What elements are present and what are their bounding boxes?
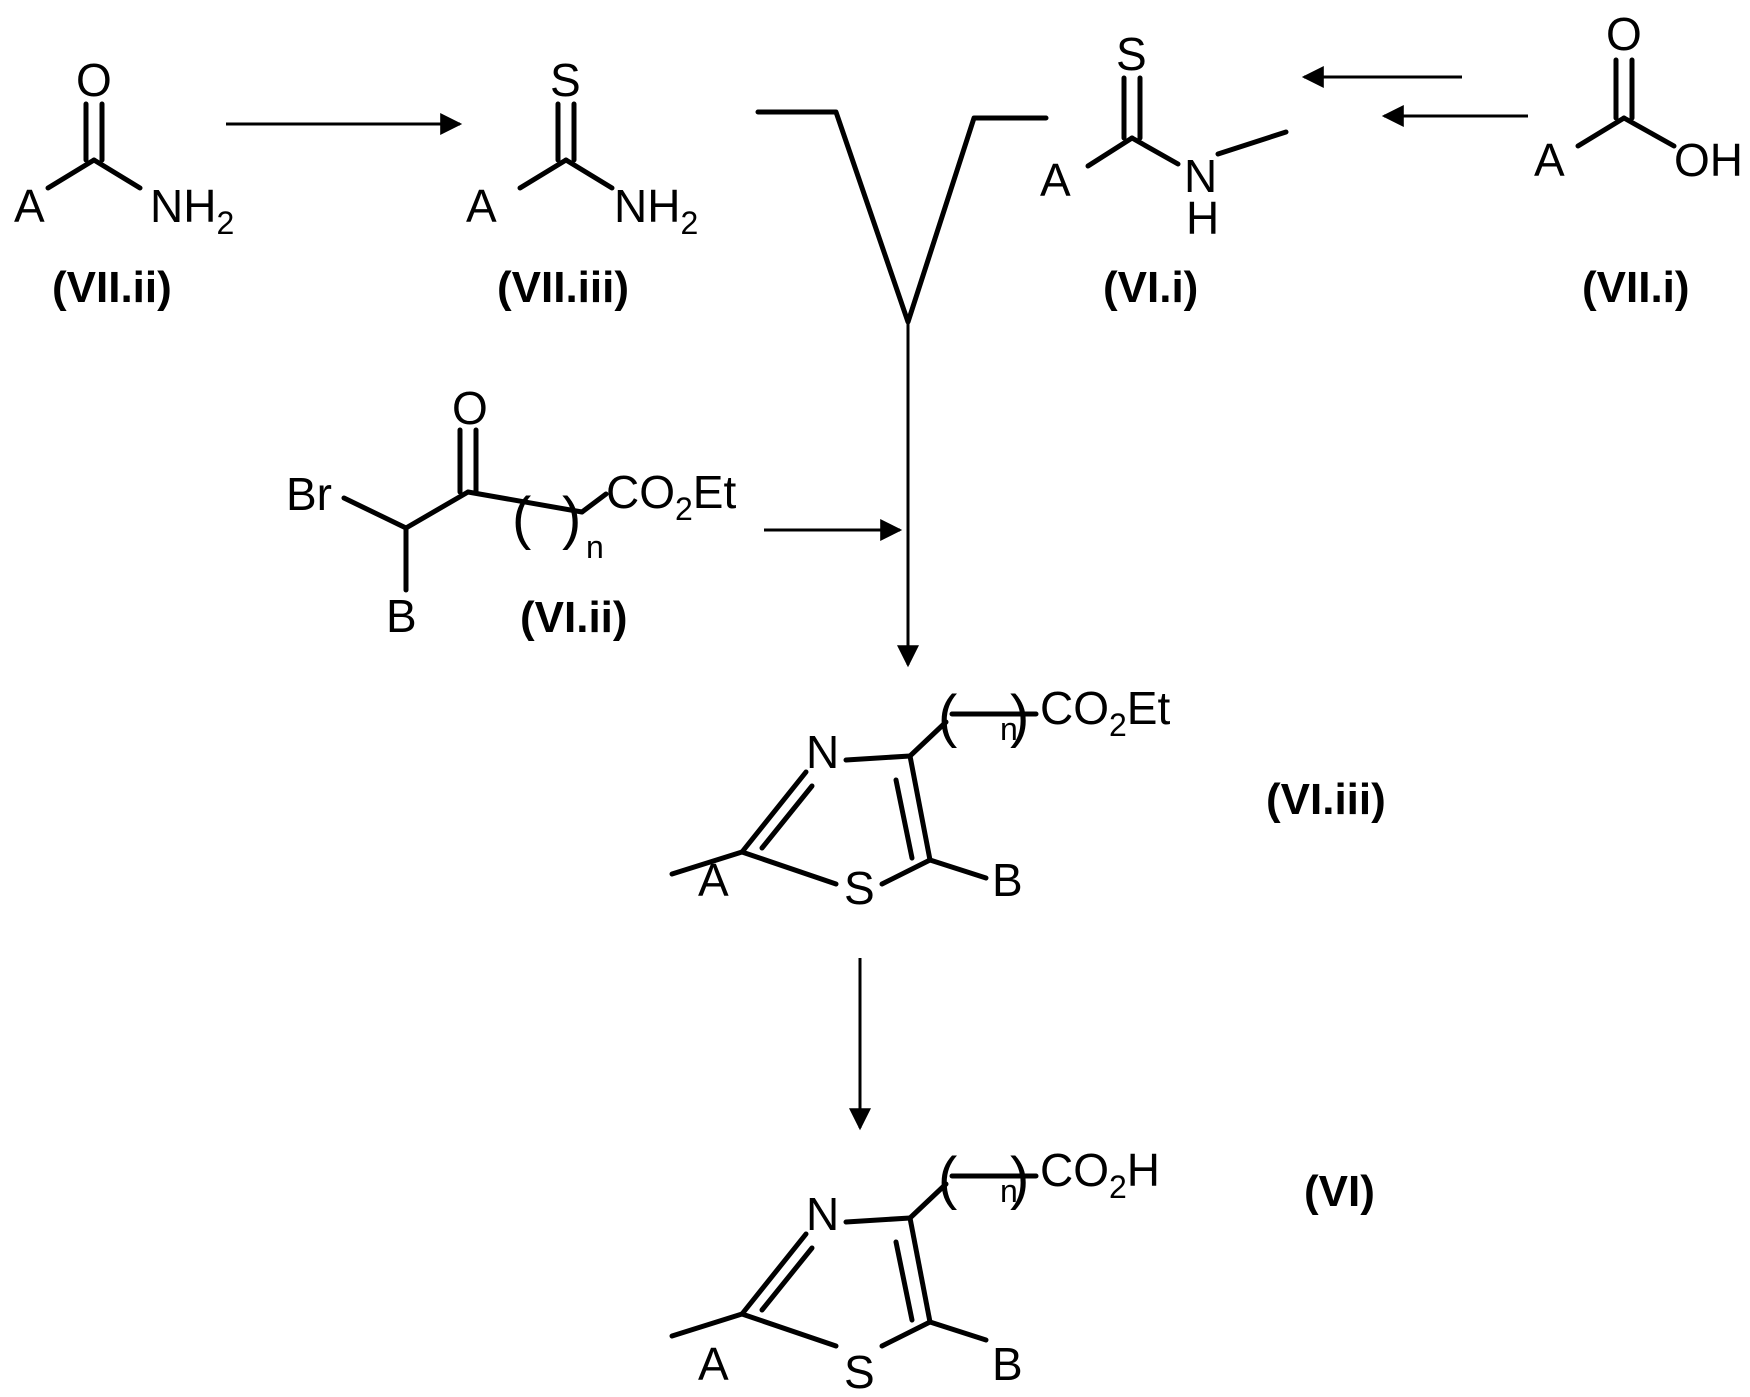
a-carbon-bond <box>520 160 566 188</box>
repeat-count-n: n <box>1000 711 1018 747</box>
bromine-carbon-bond <box>344 498 406 528</box>
open-parenthesis: ( <box>512 486 531 551</box>
compound-label-vi-i: (VI.i) <box>1103 263 1198 312</box>
a-carbon-bond <box>1578 118 1624 146</box>
r-group-b: B <box>386 590 417 642</box>
c2-s1-bond <box>742 1314 836 1346</box>
r-group-b: B <box>992 1338 1023 1390</box>
c2-s1-bond <box>742 852 836 884</box>
compound-vii-ii: O A NH2 (VII.ii) <box>14 54 234 312</box>
ester-group: CO2Et <box>606 466 736 527</box>
c4-c5-double-bond <box>896 1242 912 1320</box>
chain-ester-bond <box>582 494 606 512</box>
sulfur-atom: S <box>844 1346 875 1397</box>
compound-label-vi-ii: (VI.ii) <box>520 593 628 642</box>
compound-vii-i: O A OH (VII.i) <box>1534 8 1743 312</box>
compound-vi: N S A B ( ) n CO2H (VI) <box>672 1144 1375 1397</box>
ester-group: CO2Et <box>1040 682 1170 743</box>
carbon-hydroxyl-bond <box>1624 118 1674 146</box>
a-carbon-bond <box>48 160 94 188</box>
compound-label-vii-i: (VII.i) <box>1582 263 1690 312</box>
r-group-a: A <box>1040 154 1071 206</box>
compound-vi-iii: N S A B ( ) n CO2Et (VI.iii) <box>672 682 1386 914</box>
nitrogen-atom: N <box>806 1188 839 1240</box>
convergence-lines <box>758 112 1046 322</box>
nitrogen-methyl-bond <box>1218 132 1286 154</box>
n3-c4-bond <box>846 1218 910 1222</box>
c5-b-bond <box>930 860 986 878</box>
c2-a-bond <box>672 1314 742 1336</box>
c5-b-bond <box>930 1322 986 1340</box>
amine-group: NH2 <box>614 180 698 241</box>
compound-label-vii-iii: (VII.iii) <box>497 263 629 312</box>
oxygen-atom: O <box>76 54 112 106</box>
nitrogen-atom: N <box>806 726 839 778</box>
c2-n3-bond <box>742 772 806 852</box>
a-carbon-bond <box>1088 138 1132 166</box>
c4-c5-bond <box>910 756 930 860</box>
repeat-count-n: n <box>586 529 604 565</box>
r-group-b: B <box>992 854 1023 906</box>
r-group-a: A <box>14 180 45 232</box>
c5-s1-bond <box>882 860 930 884</box>
r-group-a: A <box>466 180 497 232</box>
c4-c5-double-bond <box>896 780 912 858</box>
n3-c4-bond <box>846 756 910 760</box>
r-group-a: A <box>1534 134 1565 186</box>
compound-label-vi-iii: (VI.iii) <box>1266 775 1386 824</box>
bromine-atom: Br <box>286 468 332 520</box>
compound-label-vi: (VI) <box>1304 1167 1375 1216</box>
compound-label-vii-ii: (VII.ii) <box>52 263 172 312</box>
hydroxyl-group: OH <box>1674 134 1743 186</box>
c4-c5-bond <box>910 1218 930 1322</box>
r-group-a: A <box>698 1338 729 1390</box>
sulfur-atom: S <box>844 862 875 914</box>
r-group-a: A <box>698 854 729 906</box>
carbon-nitrogen-bond <box>94 160 140 188</box>
carbon-carbonyl-bond <box>406 492 468 528</box>
compound-vi-i: S A N H (VI.i) <box>1040 28 1286 312</box>
oxygen-atom: O <box>452 382 488 434</box>
hydrogen-atom: H <box>1186 192 1219 244</box>
repeat-count-n: n <box>1000 1173 1018 1209</box>
close-parenthesis: ) <box>562 486 581 551</box>
c2-n3-bond <box>742 1234 806 1314</box>
oxygen-atom: O <box>1606 8 1642 60</box>
compound-vi-ii: Br B O ( ) n CO2Et (VI.ii) <box>286 382 736 642</box>
sulfur-atom: S <box>550 54 581 106</box>
carbon-nitrogen-bond <box>566 160 612 188</box>
amine-group: NH2 <box>150 180 234 241</box>
carbon-nitrogen-bond <box>1132 138 1178 164</box>
sulfur-atom: S <box>1116 28 1147 80</box>
compound-vii-iii: S A NH2 (VII.iii) <box>466 54 698 312</box>
acid-group: CO2H <box>1040 1144 1160 1205</box>
c5-s1-bond <box>882 1322 930 1346</box>
